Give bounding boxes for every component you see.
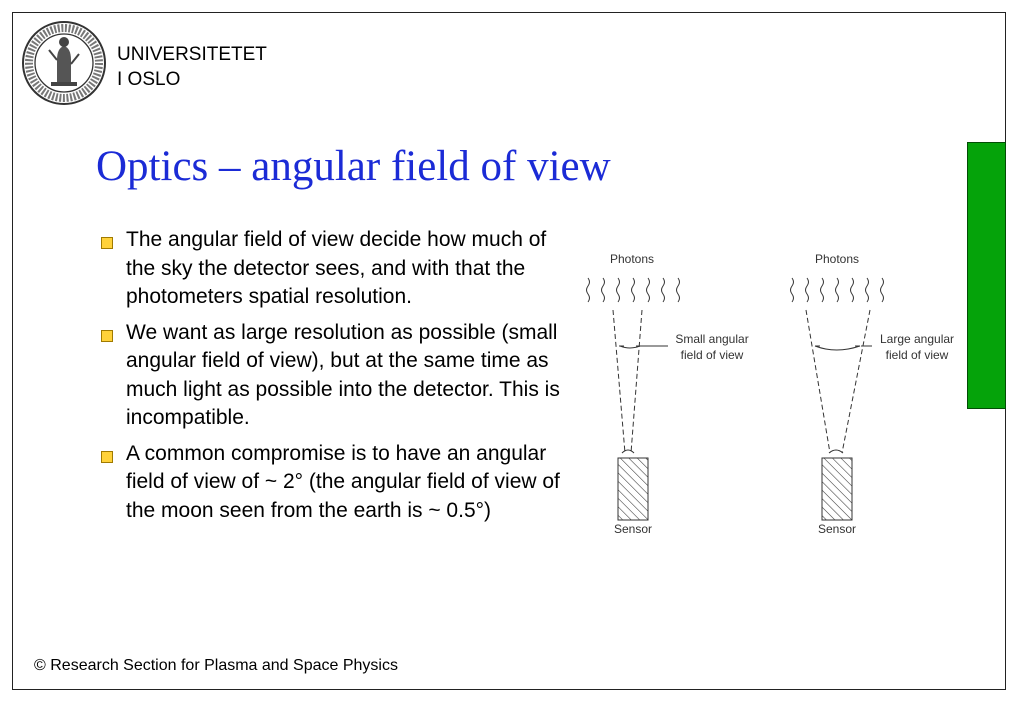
bullet-text: The angular field of view decide how muc… (126, 228, 547, 308)
fov-label-left-2: field of view (681, 348, 744, 362)
bullet-list: The angular field of view decide how muc… (100, 226, 580, 532)
photons-label-right: Photons (815, 252, 859, 266)
bullet-square-icon (101, 237, 113, 249)
bullet-item: A common compromise is to have an angula… (100, 440, 580, 526)
bullet-item: We want as large resolution as possible … (100, 319, 580, 433)
bullet-text: A common compromise is to have an angula… (126, 441, 560, 522)
slide-title: Optics – angular field of view (96, 143, 611, 190)
photon-waves-right (790, 277, 884, 303)
field-of-view-diagram: Photons Small angular field of view Sens… (586, 252, 954, 536)
bullet-square-icon (101, 329, 113, 342)
university-seal-logo (22, 21, 106, 105)
fov-label-right-2: field of view (886, 348, 949, 362)
bullet-square-icon (101, 450, 113, 463)
university-name-line1: UNIVERSITETET (117, 44, 267, 65)
footer-copyright: © Research Section for Plasma and Space … (34, 657, 398, 674)
bullet-item: The angular field of view decide how muc… (100, 226, 580, 312)
sensor-right (821, 457, 853, 521)
fov-label-right-1: Large angular (880, 332, 954, 346)
photon-waves-left (586, 277, 680, 303)
sensor-label-left: Sensor (614, 522, 652, 536)
sensor-left (617, 457, 649, 521)
university-name: UNIVERSITETET I OSLO (117, 42, 267, 92)
photons-label-left: Photons (610, 252, 654, 266)
accent-bar (967, 142, 1006, 409)
bullet-text: We want as large resolution as possible … (126, 320, 560, 430)
sensor-label-right: Sensor (818, 522, 856, 536)
university-name-line2: I OSLO (117, 69, 181, 90)
fov-label-left-1: Small angular (675, 332, 748, 346)
